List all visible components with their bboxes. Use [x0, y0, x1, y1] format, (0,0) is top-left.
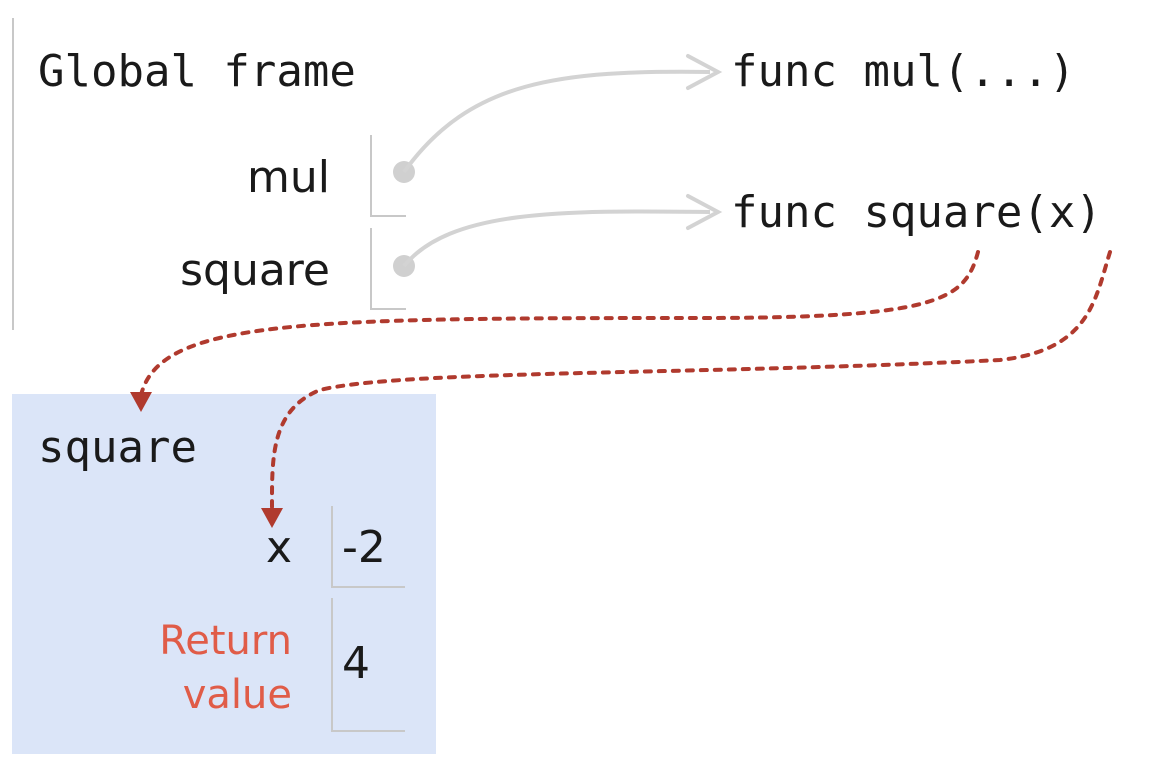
global-frame-title: Global frame	[38, 46, 356, 97]
param-to-x-arrowhead	[261, 508, 283, 528]
global-var-mul: mul	[247, 152, 330, 203]
func-to-frame-arrowhead	[130, 392, 152, 412]
mul-value-cell	[370, 135, 406, 217]
square-frame	[12, 394, 436, 754]
local-var-x: x	[265, 522, 292, 573]
return-value-cell	[331, 598, 405, 732]
func-square-object: func square(x)	[731, 187, 1102, 238]
global-var-square: square	[180, 245, 330, 296]
return-value: 4	[342, 638, 370, 689]
x-value-cell	[331, 506, 405, 588]
mul-pointer-arrow	[402, 69, 711, 174]
mul-arrowhead	[686, 54, 723, 90]
func-to-frame-arrow	[139, 250, 980, 397]
return-value-label: Return value	[159, 618, 292, 718]
square-value-cell	[370, 228, 406, 310]
func-mul-object: func mul(...)	[731, 46, 1076, 97]
global-frame-border	[12, 18, 14, 330]
param-to-x-arrow	[269, 250, 1112, 512]
x-value: -2	[342, 522, 386, 573]
square-frame-title: square	[38, 422, 197, 473]
square-arrowhead	[686, 194, 723, 230]
square-pointer-arrow	[402, 209, 711, 268]
